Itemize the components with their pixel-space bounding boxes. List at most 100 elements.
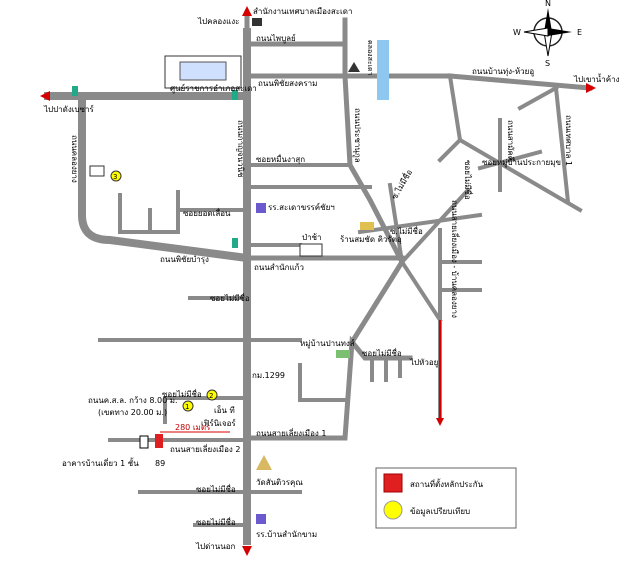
label-phichai-songkhram: ถนนพิชัยสงคราม bbox=[258, 79, 317, 88]
label-district-office: สำนักงานเทศบาลเมืองสะเดา bbox=[253, 7, 352, 16]
road-ban-thung-huai bbox=[447, 73, 593, 91]
road-so-mai-mee-4 bbox=[399, 259, 443, 323]
road-east-link bbox=[437, 137, 463, 163]
label-to-padang-besar: ไปปาดังเบซาร์ bbox=[43, 104, 95, 114]
label-sai-lueang-2: ถนนสายเลี่ยงเมือง 2 bbox=[170, 443, 240, 454]
label-building: อาคารบ้านเดี่ยว 1 ชั้น bbox=[62, 457, 139, 468]
traffic-light-2-icon bbox=[232, 90, 238, 100]
labels: สำนักงานเทศบาลเมืองสะเดา ไปคลองแงะ ถนนไพ… bbox=[43, 7, 620, 551]
label-phaiboon: ถนนไพบูลย์ bbox=[256, 33, 296, 44]
label-gov-center: ศูนย์ราชการอำเภอสะเดา bbox=[170, 83, 257, 94]
road-so-mai-mee-3 bbox=[399, 187, 471, 265]
road-prachanukul bbox=[342, 73, 405, 346]
label-temple: วัดสันติวรคุณ bbox=[256, 478, 303, 487]
traffic-light-1-icon bbox=[232, 238, 238, 248]
school-2-icon bbox=[256, 514, 266, 524]
subject-property-icon bbox=[155, 434, 163, 448]
road-east-curve bbox=[447, 73, 463, 143]
label-soi-mai-mee-4: ซอยไม่มีชื่อ bbox=[196, 483, 236, 494]
label-soi-mai-mee-6: ซอยไม่มีชื่อ bbox=[463, 160, 474, 200]
label-soi-mai-mee-2: ซอยไม่มีชื่อ bbox=[362, 347, 402, 358]
compass-rose: N S W E bbox=[513, 0, 582, 68]
arrow-down-icon bbox=[242, 546, 252, 556]
compare-marker-3 bbox=[110, 170, 122, 182]
label-khlong-road: ถนนคลองยาง bbox=[70, 135, 79, 183]
road-sai-lueang-1 bbox=[244, 335, 413, 441]
legend-subject-label: สถานที่ตั้งหลักประกัน bbox=[410, 478, 484, 489]
road-khlong-yang bbox=[78, 96, 248, 262]
compass-e: E bbox=[577, 28, 582, 37]
village-icon bbox=[336, 350, 350, 358]
label-soi-prakai: ซอยหมู่บ้านประกายมุข bbox=[482, 158, 561, 168]
compare-marker-1-label: 1 bbox=[185, 403, 189, 411]
legend-compare-icon bbox=[383, 500, 403, 520]
road-so-mai-mee-1 bbox=[387, 182, 405, 265]
road-soi-yot-grid bbox=[118, 190, 180, 234]
compass-s: S bbox=[545, 59, 550, 68]
label-village: หมู่บ้านปานทงส์ bbox=[300, 338, 355, 349]
label-to-khao-namkhang: ไปเขาน้ำค้าง bbox=[573, 73, 620, 84]
label-store: เฟิร์นิเจอร์ bbox=[201, 418, 236, 428]
label-so-mai-mee-vert2: ซ.ไม่มีชื่อ bbox=[390, 225, 423, 236]
restaurant-icon bbox=[360, 222, 374, 230]
label-soi-muen: ซอยหมื่นงาสุก bbox=[256, 153, 305, 164]
compare-marker-2 bbox=[206, 389, 218, 401]
compass-w: W bbox=[513, 28, 521, 37]
compass-west-icon bbox=[523, 27, 549, 37]
arrow-left-icon bbox=[40, 91, 50, 101]
label-soi-mai-mee-3: ซอยไม่มีชื่อ bbox=[162, 388, 202, 399]
arrow-right-icon bbox=[586, 83, 596, 93]
label-ban-thung-huai: ถนนบ้านทุ่ง-ห้วยอู bbox=[472, 67, 534, 77]
label-kanchanawanit: ถนนกาญจนวนิช bbox=[236, 120, 245, 178]
label-trat-road: ถนนเทศบาล 1 bbox=[564, 115, 573, 166]
label-phanich: ถนนพิชัยบำรุง bbox=[160, 255, 209, 264]
canal-label: คลองสะเดา bbox=[366, 40, 374, 76]
label-soi-mai-mee-1: ซอยไม่มีชื่อ bbox=[210, 292, 250, 303]
label-soi-yot: ซอยยอดเลื่อน bbox=[183, 207, 231, 218]
gov-center-facade-icon bbox=[179, 61, 227, 81]
label-to-klong-ae: ไปคลองแงะ bbox=[197, 17, 239, 26]
canal: คลองสะเดา bbox=[366, 40, 389, 100]
gov-center-building-icon bbox=[164, 55, 242, 89]
label-samnak-kaew: ถนนสำนักแก้ว bbox=[254, 263, 304, 272]
traffic-light-3-icon bbox=[72, 86, 78, 96]
market-icon bbox=[299, 243, 323, 257]
compare-3-building-icon bbox=[89, 165, 105, 177]
label-row-note: (เขตทาง 20.00 ม.) bbox=[98, 408, 167, 417]
compass-north-icon bbox=[544, 8, 552, 32]
label-so-mai-mee-vert: ซ.ไม่มีชื่อ bbox=[388, 167, 414, 201]
road-so-mai-mee-2 bbox=[357, 212, 483, 235]
legend-compare-label: ข้อมูลเปรียบเทียบ bbox=[410, 507, 470, 517]
temple-icon bbox=[256, 455, 272, 470]
label-school-2: รร.บ้านสำนักขาม bbox=[256, 530, 317, 539]
label-width-note: ถนนค.ส.ล. กว้าง 8.00 ม. bbox=[88, 396, 178, 405]
compare-marker-2-label: 2 bbox=[209, 392, 213, 400]
road-soi-prakai bbox=[477, 149, 543, 171]
road-diag-east bbox=[457, 137, 583, 213]
label-restaurant: ร้านสมชัด คิวรัตอุ bbox=[340, 235, 402, 244]
label-school-1: รร.สะเดาขรรค์ชัยฯ bbox=[268, 202, 335, 212]
compare-marker-1 bbox=[182, 400, 194, 412]
school-1-icon bbox=[256, 203, 266, 213]
canal-water bbox=[377, 40, 389, 100]
road-village-stubs bbox=[370, 356, 402, 382]
label-bypass: ถนนสายเลี่ยงเมือง - บ้านคลองยาง bbox=[450, 200, 461, 318]
landmarks bbox=[72, 18, 374, 524]
arrow-up-icon bbox=[242, 6, 252, 16]
label-prachanukul: ถนนประชานุกูล bbox=[352, 108, 362, 163]
road-branch-ne bbox=[517, 85, 559, 111]
label-gas: เอ็น ที bbox=[214, 405, 235, 415]
label-to-hua-yai: ไปหัวอยู bbox=[409, 358, 438, 368]
label-to-dan-nok: ไปด่านนอก bbox=[195, 542, 236, 551]
label-market: ป่าช้า bbox=[302, 233, 322, 242]
label-sai-lueang-1: ถนนสายเลี่ยงเมือง 1 bbox=[256, 427, 326, 438]
label-distance: 280 เมตร bbox=[175, 423, 211, 432]
building-icon bbox=[139, 435, 149, 449]
legend-subject-icon bbox=[383, 473, 403, 493]
label-soi-mai-mee-5: ซอยไม่มีชื่อ bbox=[196, 516, 236, 527]
compass-east-icon bbox=[548, 28, 572, 36]
label-km-marker: กม.1299 bbox=[252, 371, 285, 380]
compass-n: N bbox=[545, 0, 551, 8]
office-icon bbox=[252, 18, 262, 26]
